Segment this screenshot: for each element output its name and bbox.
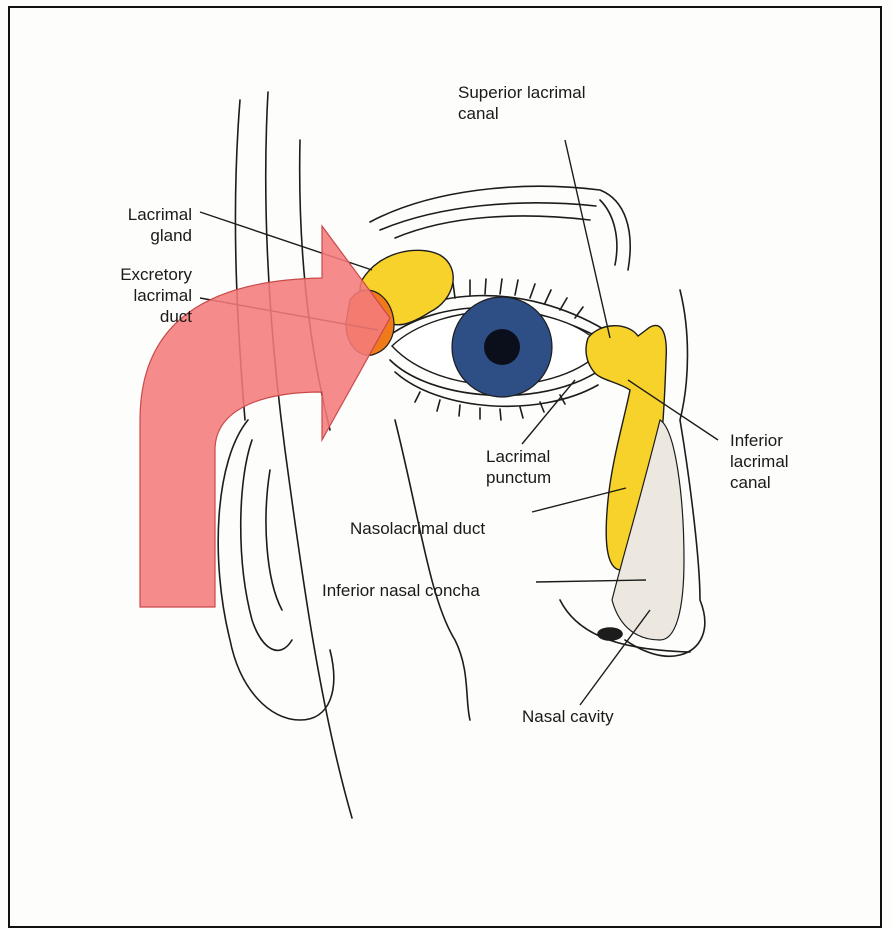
label-excretory-lacrimal-duct: Excretory lacrimal duct <box>70 264 192 327</box>
label-lacrimal-punctum: Lacrimal punctum <box>486 446 551 488</box>
label-lacrimal-gland: Lacrimal gland <box>80 204 192 246</box>
label-superior-lacrimal-canal: Superior lacrimal canal <box>458 82 586 124</box>
label-nasal-cavity: Nasal cavity <box>522 706 614 727</box>
pupil <box>484 329 520 365</box>
label-inferior-lacrimal-canal: Inferior lacrimal canal <box>730 430 789 493</box>
label-inferior-nasal-concha: Inferior nasal concha <box>322 580 480 601</box>
ear <box>218 420 334 720</box>
label-nasolacrimal-duct: Nasolacrimal duct <box>350 518 485 539</box>
